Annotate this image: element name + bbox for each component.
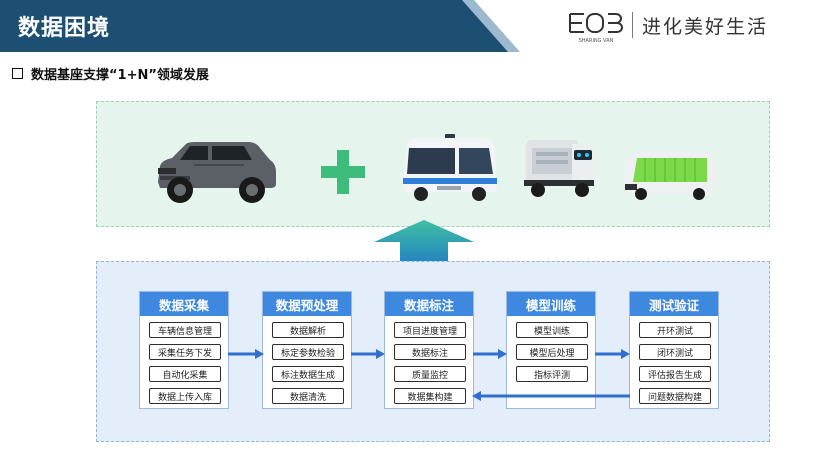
- module-preprocessing: 数据预处理 数据解析 标定参数检验 标注数据生成 数据清洗: [262, 291, 352, 409]
- bus-vehicle-image: [403, 134, 497, 201]
- module-item: 指标评测: [516, 366, 588, 382]
- module-item: 数据标注: [394, 344, 466, 360]
- feedback-arrow-icon: [472, 391, 630, 401]
- logo-caption: SHARING VAN: [579, 38, 614, 44]
- module-item: 数据集构建: [394, 388, 466, 404]
- page-title: 数据困境: [18, 16, 111, 41]
- subtitle-row: 数据基座支撑“1+N”领域发展: [12, 64, 209, 83]
- module-item: 项目进度管理: [394, 322, 466, 338]
- locker-vehicle-image: [625, 152, 715, 200]
- module-item: 标定参数检验: [272, 344, 344, 360]
- module-item: 采集任务下发: [149, 344, 221, 360]
- module-item: 数据上传入库: [149, 388, 221, 404]
- module-item: 模型训练: [516, 322, 588, 338]
- module-item: 数据解析: [272, 322, 344, 338]
- square-bullet-icon: [12, 67, 23, 79]
- module-title: 数据采集: [140, 292, 228, 316]
- flow-arrow-icon: [228, 349, 264, 359]
- plus-icon: [321, 150, 365, 194]
- module-item: 闭环测试: [639, 344, 711, 360]
- logo-divider: [632, 12, 633, 38]
- header: 数据困境 SHARING VAN 进化美好生活: [0, 0, 830, 52]
- module-item: 问题数据构建: [639, 388, 711, 404]
- module-data-collection: 数据采集 车辆信息管理 采集任务下发 自动化采集 数据上传入库: [139, 291, 229, 409]
- module-title: 测试验证: [630, 292, 718, 316]
- flow-arrow-icon: [595, 349, 630, 359]
- flow-arrow-icon: [473, 349, 507, 359]
- module-item: 数据清洗: [272, 388, 344, 404]
- delivery-vehicle-image: [524, 140, 594, 197]
- subtitle: 数据基座支撑“1+N”领域发展: [31, 67, 209, 83]
- module-title: 数据标注: [385, 292, 473, 316]
- module-item: 评估报告生成: [639, 366, 711, 382]
- module-title: 模型训练: [507, 292, 595, 316]
- module-model-training: 模型训练 模型训练 模型后处理 指标评测: [506, 291, 596, 409]
- module-item: 模型后处理: [516, 344, 588, 360]
- flow-arrow-icon: [351, 349, 385, 359]
- up-arrow-icon: [374, 220, 474, 272]
- slogan: 进化美好生活: [642, 16, 769, 38]
- sharing-van-logo-icon: SHARING VAN: [569, 13, 623, 44]
- module-title: 数据预处理: [263, 292, 351, 316]
- module-test-validation: 测试验证 开环测试 闭环测试 评估报告生成 问题数据构建: [629, 291, 719, 409]
- module-item: 标注数据生成: [272, 366, 344, 382]
- title-bar: [0, 0, 512, 52]
- module-item: 质量监控: [394, 366, 466, 382]
- module-annotation: 数据标注 项目进度管理 数据标注 质量监控 数据集构建: [384, 291, 474, 409]
- module-item: 开环测试: [639, 322, 711, 338]
- suv-vehicle-image: [158, 142, 276, 203]
- module-item: 自动化采集: [149, 366, 221, 382]
- module-item: 车辆信息管理: [149, 322, 221, 338]
